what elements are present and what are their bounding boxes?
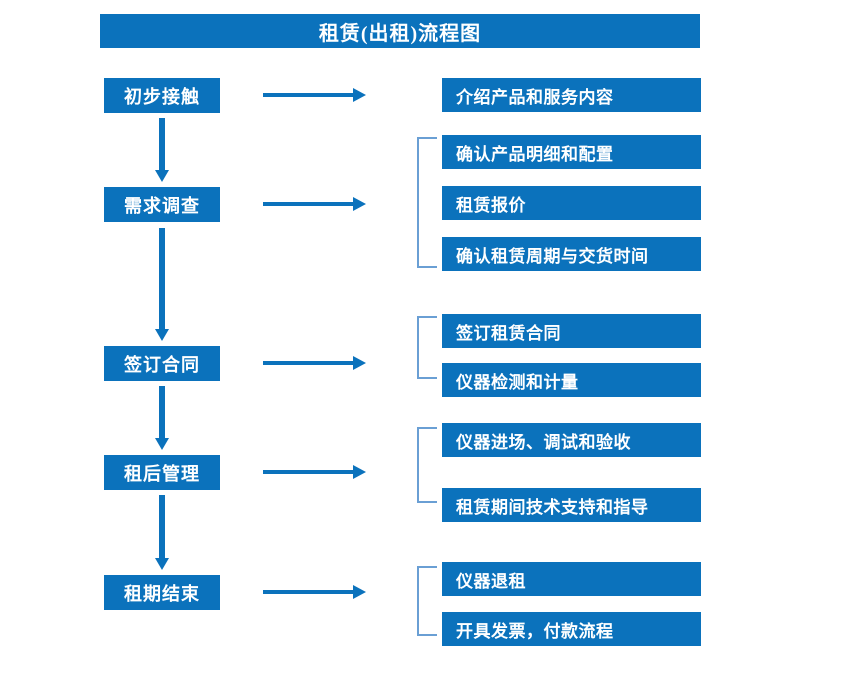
vertical-arrow-2	[155, 228, 169, 341]
page-title: 租赁(出租)流程图	[100, 14, 700, 48]
vertical-arrow-1	[155, 118, 169, 182]
group-bracket-2	[417, 137, 437, 268]
detail-box-g4-1[interactable]: 仪器进场、调试和验收	[442, 423, 701, 457]
detail-box-g3-1[interactable]: 签订租赁合同	[442, 314, 701, 348]
horizontal-arrow-3	[263, 356, 366, 370]
detail-box-g2-3[interactable]: 确认租赁周期与交货时间	[442, 237, 701, 271]
stage-box-5[interactable]: 租期结束	[104, 575, 220, 610]
detail-box-g5-1[interactable]: 仪器退租	[442, 562, 701, 596]
stage-box-1[interactable]: 初步接触	[104, 78, 220, 113]
detail-box-g2-1[interactable]: 确认产品明细和配置	[442, 135, 701, 169]
vertical-arrow-4	[155, 495, 169, 570]
detail-box-g1-1[interactable]: 介绍产品和服务内容	[442, 78, 701, 112]
group-bracket-5	[417, 566, 437, 636]
horizontal-arrow-1	[263, 88, 366, 102]
detail-box-g2-2[interactable]: 租赁报价	[442, 186, 701, 220]
horizontal-arrow-2	[263, 197, 366, 211]
group-bracket-4	[417, 427, 437, 503]
stage-box-4[interactable]: 租后管理	[104, 455, 220, 490]
detail-box-g5-2[interactable]: 开具发票，付款流程	[442, 612, 701, 646]
detail-box-g3-2[interactable]: 仪器检测和计量	[442, 363, 701, 397]
detail-box-g4-2[interactable]: 租赁期间技术支持和指导	[442, 488, 701, 522]
horizontal-arrow-4	[263, 465, 366, 479]
stage-box-2[interactable]: 需求调查	[104, 187, 220, 222]
horizontal-arrow-5	[263, 585, 366, 599]
group-bracket-3	[417, 316, 437, 379]
stage-box-3[interactable]: 签订合同	[104, 346, 220, 381]
vertical-arrow-3	[155, 386, 169, 450]
